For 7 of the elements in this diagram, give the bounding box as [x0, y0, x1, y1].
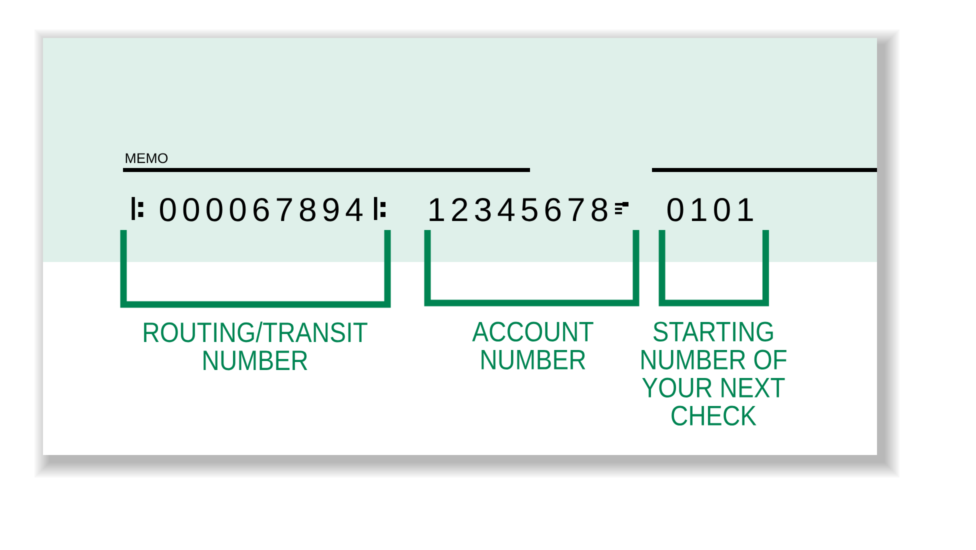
check-number: 0101: [668, 198, 753, 222]
routing-number: 000067894: [160, 198, 362, 222]
account-number: 12345678: [430, 198, 608, 222]
memo-label: MEMO: [126, 153, 168, 164]
caption-label: ACCOUNT NUMBER: [472, 322, 594, 370]
caption-label: ROUTING/TRANSIT NUMBER: [144, 322, 368, 370]
caption-label: STARTING NUMBER OF YOUR NEXT CHECK: [642, 322, 786, 426]
